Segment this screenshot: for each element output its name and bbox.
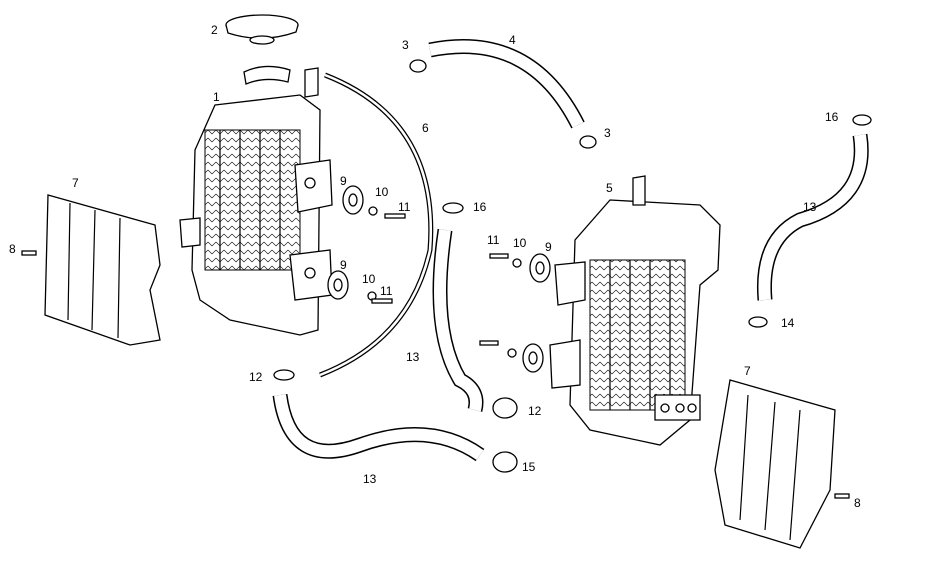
small-parts bbox=[21, 59, 872, 499]
callout-6: 6 bbox=[422, 121, 429, 135]
callout-3: 3 bbox=[604, 126, 611, 140]
callout-10: 10 bbox=[362, 272, 376, 286]
left-radiator-grille bbox=[44, 194, 161, 346]
callout-9: 9 bbox=[545, 240, 552, 254]
callout-labels: 1 2 3 3 4 5 6 7 7 8 8 9 9 9 10 10 10 11 … bbox=[9, 23, 861, 510]
callout-10: 10 bbox=[513, 236, 527, 250]
callout-4: 4 bbox=[509, 33, 516, 47]
callout-11: 11 bbox=[398, 200, 411, 214]
callout-5: 5 bbox=[606, 181, 613, 195]
callout-12: 12 bbox=[528, 404, 542, 418]
callout-7: 7 bbox=[744, 364, 751, 378]
callout-13: 13 bbox=[363, 472, 377, 486]
callout-12: 12 bbox=[249, 370, 263, 384]
callout-2: 2 bbox=[211, 23, 218, 37]
callout-9: 9 bbox=[340, 174, 347, 188]
callout-8: 8 bbox=[9, 242, 16, 256]
callout-15: 15 bbox=[522, 460, 536, 474]
left-radiator bbox=[179, 65, 333, 336]
hoses bbox=[272, 39, 869, 462]
callout-1: 1 bbox=[213, 90, 220, 104]
callout-7: 7 bbox=[72, 176, 79, 190]
callout-13: 13 bbox=[406, 350, 420, 364]
callout-13: 13 bbox=[803, 200, 817, 214]
callout-16: 16 bbox=[473, 200, 487, 214]
callout-14: 14 bbox=[781, 316, 795, 330]
radiator-cap bbox=[225, 14, 299, 45]
callout-11: 11 bbox=[380, 284, 393, 298]
right-radiator-grille bbox=[714, 379, 836, 549]
callout-10: 10 bbox=[375, 185, 389, 199]
callout-8: 8 bbox=[854, 496, 861, 510]
callout-11: 11 bbox=[487, 233, 500, 247]
callout-9: 9 bbox=[340, 258, 347, 272]
right-radiator bbox=[549, 175, 721, 446]
callout-16: 16 bbox=[825, 110, 839, 124]
callout-3: 3 bbox=[402, 38, 409, 52]
